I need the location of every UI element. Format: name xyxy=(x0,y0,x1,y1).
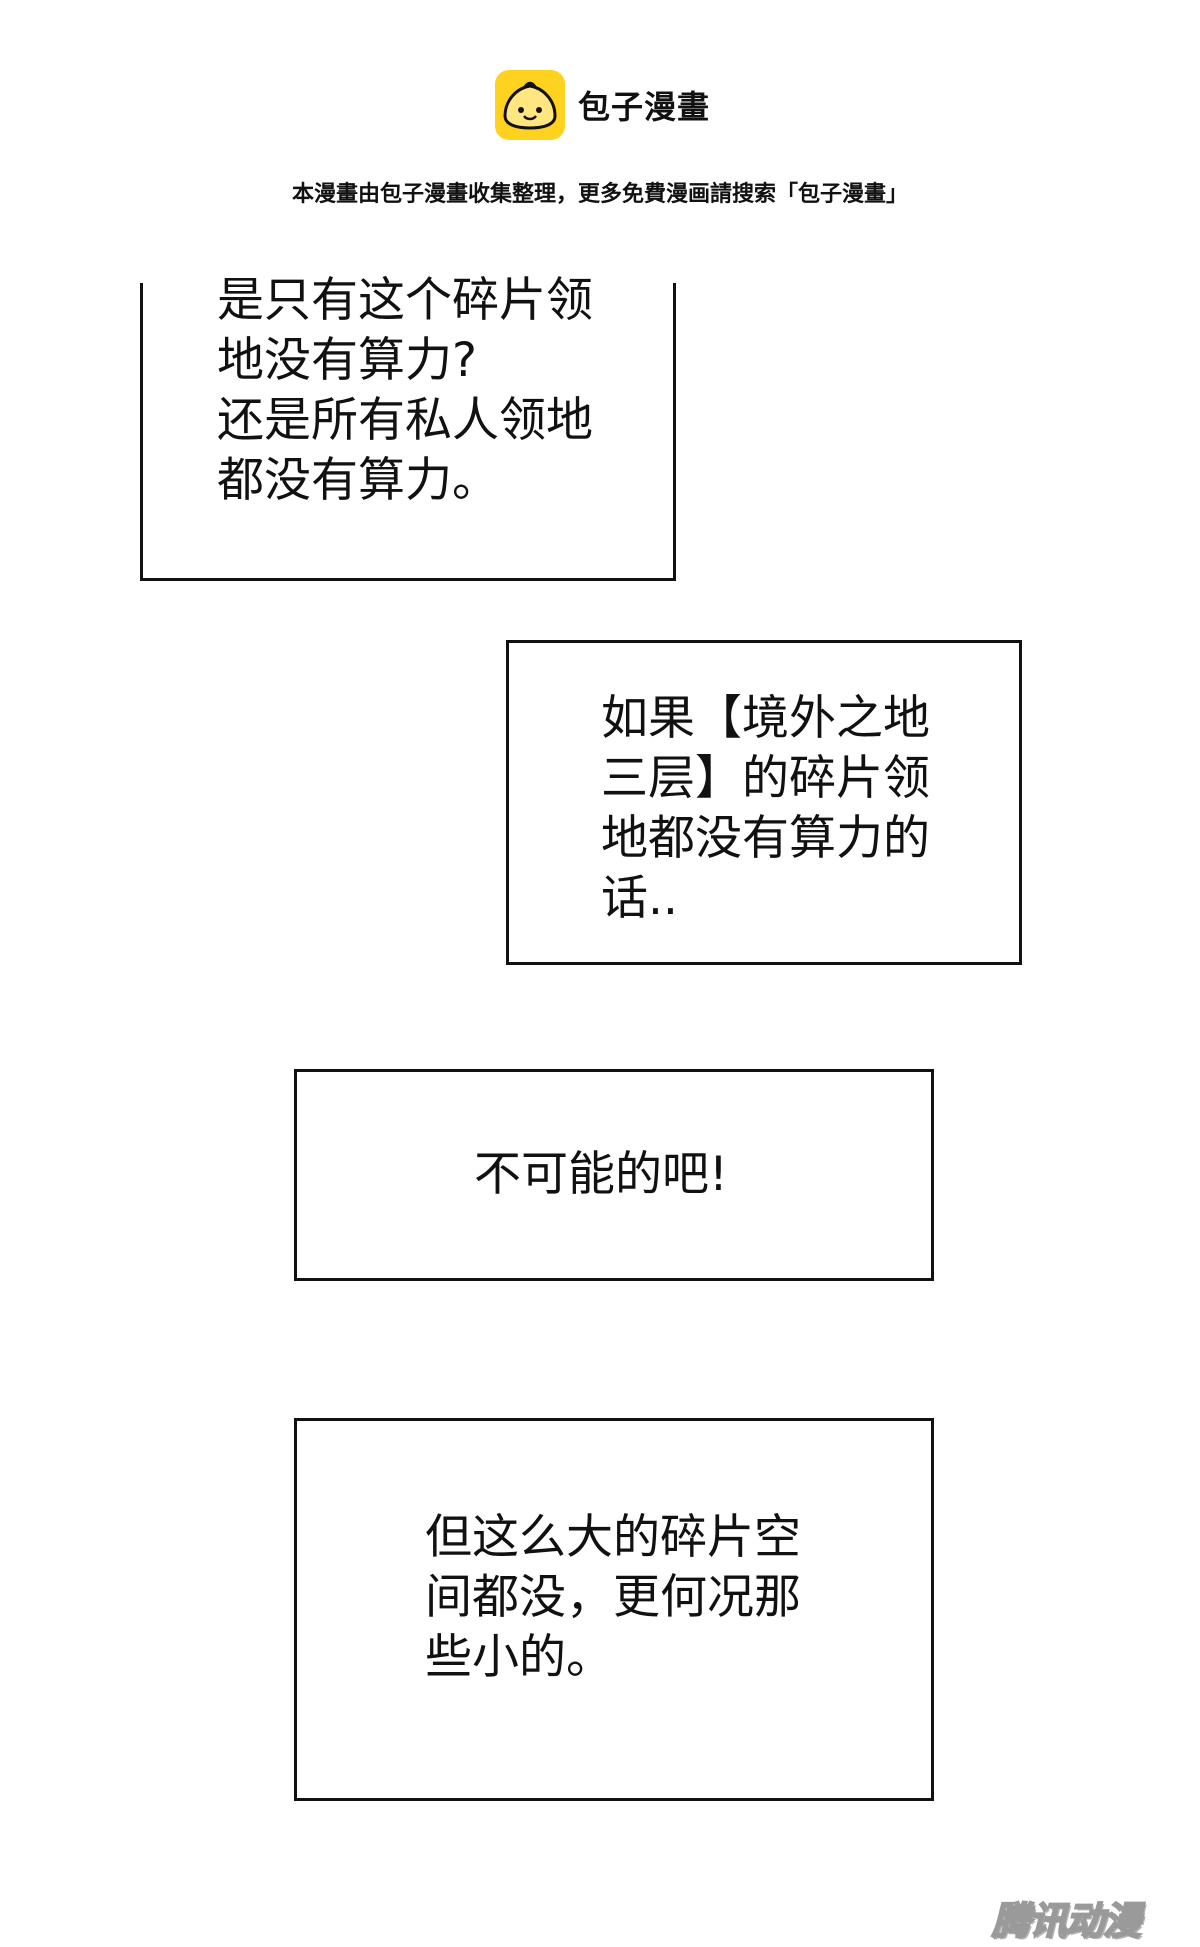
text-line: 地没有算力? xyxy=(217,333,477,388)
text-line: 都没有算力。 xyxy=(217,453,499,508)
steamed-bun-icon xyxy=(495,70,565,140)
site-notice: 本漫畫由包子漫畫收集整理，更多免費漫画請搜索「包子漫畫」 xyxy=(291,182,908,207)
speech-text-1: 是只有这个碎片领 地没有算力? 还是所有私人领地 都没有算力。 xyxy=(217,271,593,511)
text-line: 如果【境外之地 xyxy=(601,691,930,746)
text-line: 话.. xyxy=(601,871,678,926)
tencent-comic-watermark: 腾讯动漫 xyxy=(991,1898,1142,1944)
text-line: 但这么大的碎片空 xyxy=(425,1510,801,1565)
speech-text-3: 不可能的吧! xyxy=(474,1145,728,1205)
speech-text-2: 如果【境外之地 三层】的碎片领 地都没有算力的 话.. xyxy=(601,689,930,929)
text-line: 还是所有私人领地 xyxy=(217,393,593,448)
text-line: 间都没，更何况那 xyxy=(425,1570,801,1625)
speech-box-4: 但这么大的碎片空 间都没，更何况那 些小的。 xyxy=(294,1418,934,1801)
brand-name: 包子漫畫 xyxy=(578,88,711,126)
speech-text-4: 但这么大的碎片空 间都没，更何况那 些小的。 xyxy=(425,1508,801,1688)
text-line: 不可能的吧! xyxy=(474,1147,728,1202)
text-line: 些小的。 xyxy=(425,1630,613,1685)
speech-box-1: 是只有这个碎片领 地没有算力? 还是所有私人领地 都没有算力。 xyxy=(140,273,676,581)
text-line: 是只有这个碎片领 xyxy=(217,273,593,328)
text-line: 地都没有算力的 xyxy=(601,811,930,866)
speech-box-3: 不可能的吧! xyxy=(294,1069,934,1281)
text-line: 三层】的碎片领 xyxy=(601,751,930,806)
speech-box-2: 如果【境外之地 三层】的碎片领 地都没有算力的 话.. xyxy=(506,640,1022,965)
